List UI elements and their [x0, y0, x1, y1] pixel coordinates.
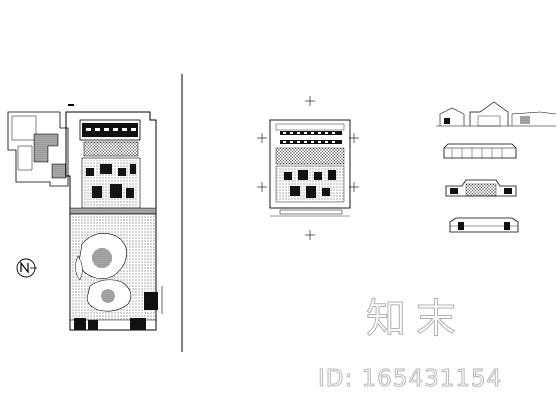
elevation-2	[443, 143, 517, 159]
watermark-brand: 知末	[366, 296, 466, 343]
site-plan	[7, 104, 163, 331]
watermark-id: ID: 165431154	[317, 366, 503, 393]
elevation-4	[449, 217, 519, 233]
elevations	[436, 101, 557, 233]
elevation-3	[445, 179, 517, 197]
elevation-1	[436, 101, 557, 127]
north-arrow-icon	[16, 258, 37, 278]
floor-plan	[257, 96, 359, 240]
